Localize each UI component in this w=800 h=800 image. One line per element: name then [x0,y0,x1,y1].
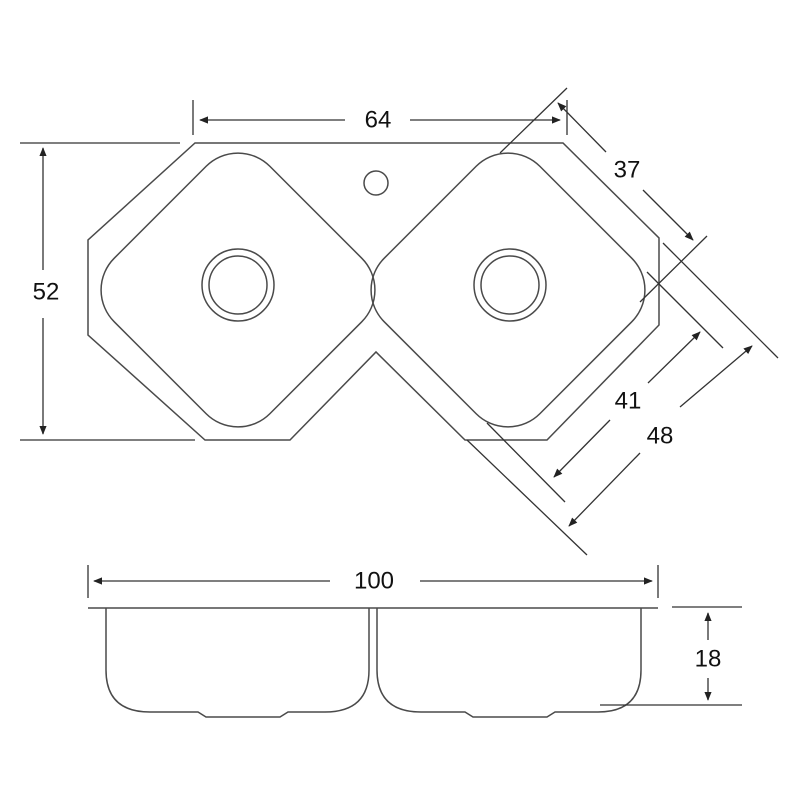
side-view [88,607,658,718]
dimension-label-52: 52 [33,278,60,305]
dimension-52: 52 [20,142,195,441]
tap-hole [363,170,389,196]
left-bowl-profile [105,608,370,718]
dimension-37: 37 [499,87,708,303]
dimension-label-37: 37 [614,156,641,183]
dimension-18: 18 [600,606,742,706]
top-view [87,142,660,441]
right-drain-inner [480,255,540,315]
right-drain-outer [473,248,547,322]
dimension-label-18: 18 [695,645,722,672]
dimension-48: 48 [466,242,779,556]
dimension-label-64: 64 [365,106,392,133]
dimension-label-48: 48 [647,422,674,449]
dimension-100: 100 [87,565,659,598]
dimension-label-100: 100 [354,567,394,594]
dimension-64: 64 [192,100,568,135]
right-bowl [370,152,646,428]
sink-outline [87,142,660,441]
dimension-label-41: 41 [615,387,642,414]
right-bowl-profile [376,608,642,718]
left-drain-inner [208,255,268,315]
dimension-41: 41 [486,271,724,503]
left-bowl [100,152,376,428]
left-drain-outer [201,248,275,322]
